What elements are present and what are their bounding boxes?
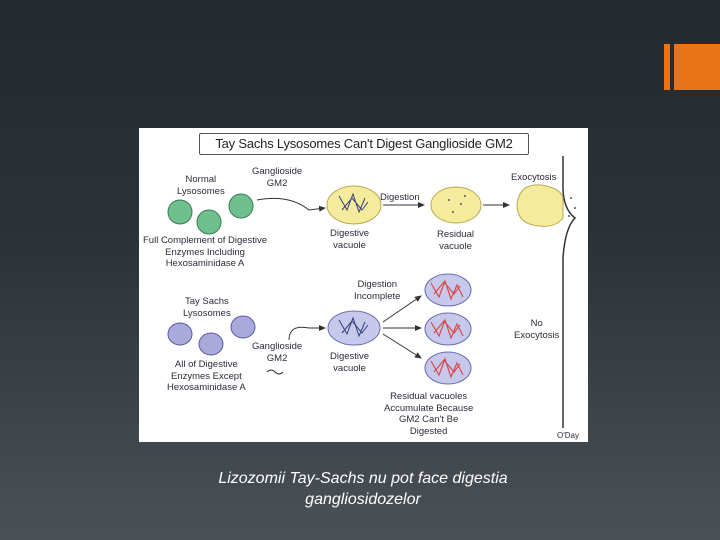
image-credit: O'Day [557,431,579,440]
residue-dot [448,199,450,201]
partial-enzymes-label: All of Digestive Enzymes Except Hexosami… [167,359,246,393]
gm2-squiggle [338,316,369,338]
tay-sachs-lysosome [230,315,256,339]
residue-dot [464,195,466,197]
normal-lysosome [167,199,193,225]
undigested-gm2 [430,318,464,340]
undigested-gm2 [430,279,464,301]
exocytosis-label: Exocytosis [511,172,557,183]
normal-lysosome [228,193,254,219]
normal-lysosomes-label: Normal Lysosomes [177,174,225,197]
diagram-title: Tay Sachs Lysosomes Can't Digest Ganglio… [199,133,529,155]
incomplete-digestion-arrow [382,295,422,323]
digestion-label: Digestion [380,192,420,203]
ganglioside-label: Ganglioside GM2 [252,341,303,364]
released-dot [568,215,570,217]
caption-line-2: gangliosidozelor [305,491,421,508]
residue-dot [452,211,454,213]
released-dot [574,207,576,209]
diagram-graphics [167,156,577,428]
no-exocytosis-label: No Exocytosis [514,318,560,341]
gm2-wiggle [266,369,284,375]
ganglioside-arrow [256,197,326,212]
undigested-gm2 [430,357,464,379]
digestive-vacuole-label: Digestive vacuole [330,351,370,374]
full-enzymes-label: Full Complement of Digestive Enzymes Inc… [143,235,268,269]
digestive-vacuole-label: Digestive vacuole [330,228,370,251]
residual-accumulate-label: Residual vacuoles Accumulate Because GM2… [384,391,474,437]
caption-line-1: Lizozomii Tay-Sachs nu pot face digestia [218,470,508,487]
normal-lysosome [196,209,222,235]
residual-vacuole-label: Residual vacuole [437,229,474,252]
residue-dot [460,203,462,205]
slide-caption: Lizozomii Tay-Sachs nu pot face digestia… [140,468,586,510]
normal-residual-vacuole [430,186,482,224]
exocytosis-vacuole [516,184,564,227]
released-dot [570,197,572,199]
digestion-incomplete-label: Digestion Incomplete [354,279,401,302]
normal-digestive-vacuole [326,185,382,225]
ganglioside-arrow [288,325,326,341]
tay-sachs-digestive-vacuole [327,310,381,346]
accent-bar-thick [674,44,720,90]
tay-sachs-lysosomes-label: Tay Sachs Lysosomes [183,296,231,319]
ganglioside-label: Ganglioside GM2 [252,166,303,189]
tay-sachs-lysosome [198,332,224,356]
gm2-squiggle [338,192,369,214]
incomplete-digestion-arrow [382,333,422,359]
cell-membrane [562,156,577,428]
tay-sachs-lysosome [167,322,193,346]
tay-sachs-diagram: Tay Sachs Lysosomes Can't Digest Ganglio… [139,128,588,442]
accent-bar-thin [664,44,670,90]
